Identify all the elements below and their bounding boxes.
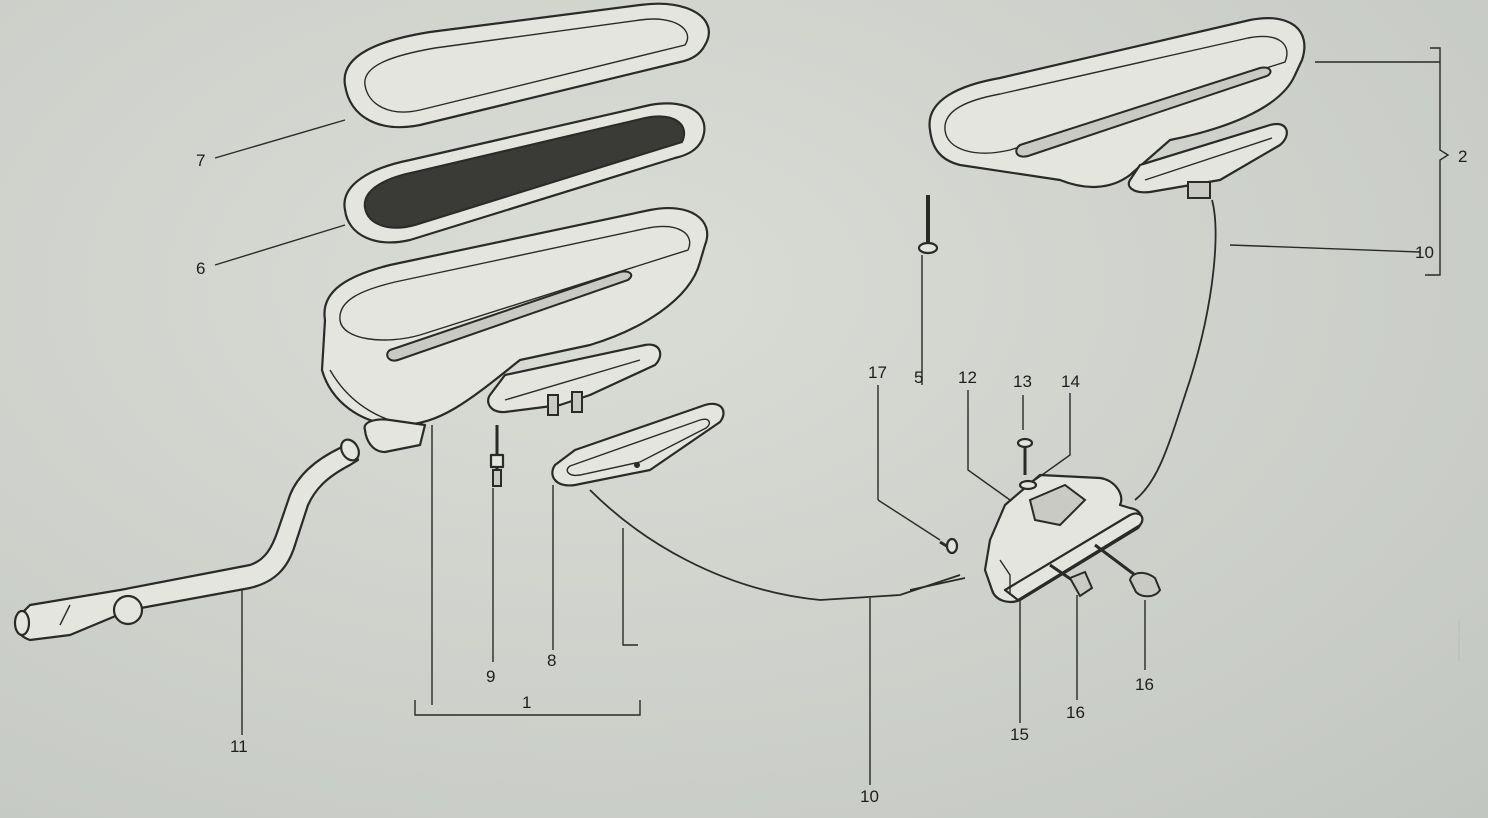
callout-15: 15: [1010, 725, 1029, 744]
callout-9: 9: [486, 667, 495, 686]
part-5-bolt: [917, 195, 939, 255]
part-8-gasket: [551, 402, 725, 487]
callout-2: 2: [1458, 147, 1467, 166]
part-1-housing: [320, 207, 709, 454]
callout-17: 17: [868, 363, 887, 382]
part-7-frame: [343, 2, 710, 129]
callout-6: 6: [196, 259, 205, 278]
callout-1: 1: [522, 693, 531, 712]
svg-text:———: ———: [1451, 620, 1467, 662]
part-6-mesh-filter: [343, 102, 706, 244]
callout-8: 8: [547, 651, 556, 670]
callout-16-left: 16: [1066, 703, 1085, 722]
part-2-housing: [928, 17, 1306, 199]
callout-16-right: 16: [1135, 675, 1154, 694]
part-9-screw: [489, 425, 505, 487]
callout-14: 14: [1061, 372, 1080, 391]
part-14-washer: [1018, 479, 1038, 491]
part-16-knobs: [1049, 543, 1162, 598]
callout-labels: 7 6 11 9 8 1 10 17 5 12 13 14 15 16 16 2…: [196, 147, 1467, 806]
part-15-control-housing: [983, 473, 1144, 604]
callout-5: 5: [914, 368, 923, 387]
part-17-screw: [939, 537, 959, 555]
callout-10-bottom: 10: [860, 787, 879, 806]
part-13-screw: [1016, 437, 1034, 475]
part-11-hose: [13, 438, 360, 642]
callout-10-right: 10: [1415, 243, 1434, 262]
callout-11: 11: [230, 737, 248, 756]
part-10-cables: [589, 199, 1217, 601]
page-bleed-through: ———: [1451, 620, 1467, 662]
callout-7: 7: [196, 151, 205, 170]
callout-12: 12: [958, 368, 977, 387]
leader-lines: [214, 47, 1450, 785]
callout-13: 13: [1013, 372, 1032, 391]
